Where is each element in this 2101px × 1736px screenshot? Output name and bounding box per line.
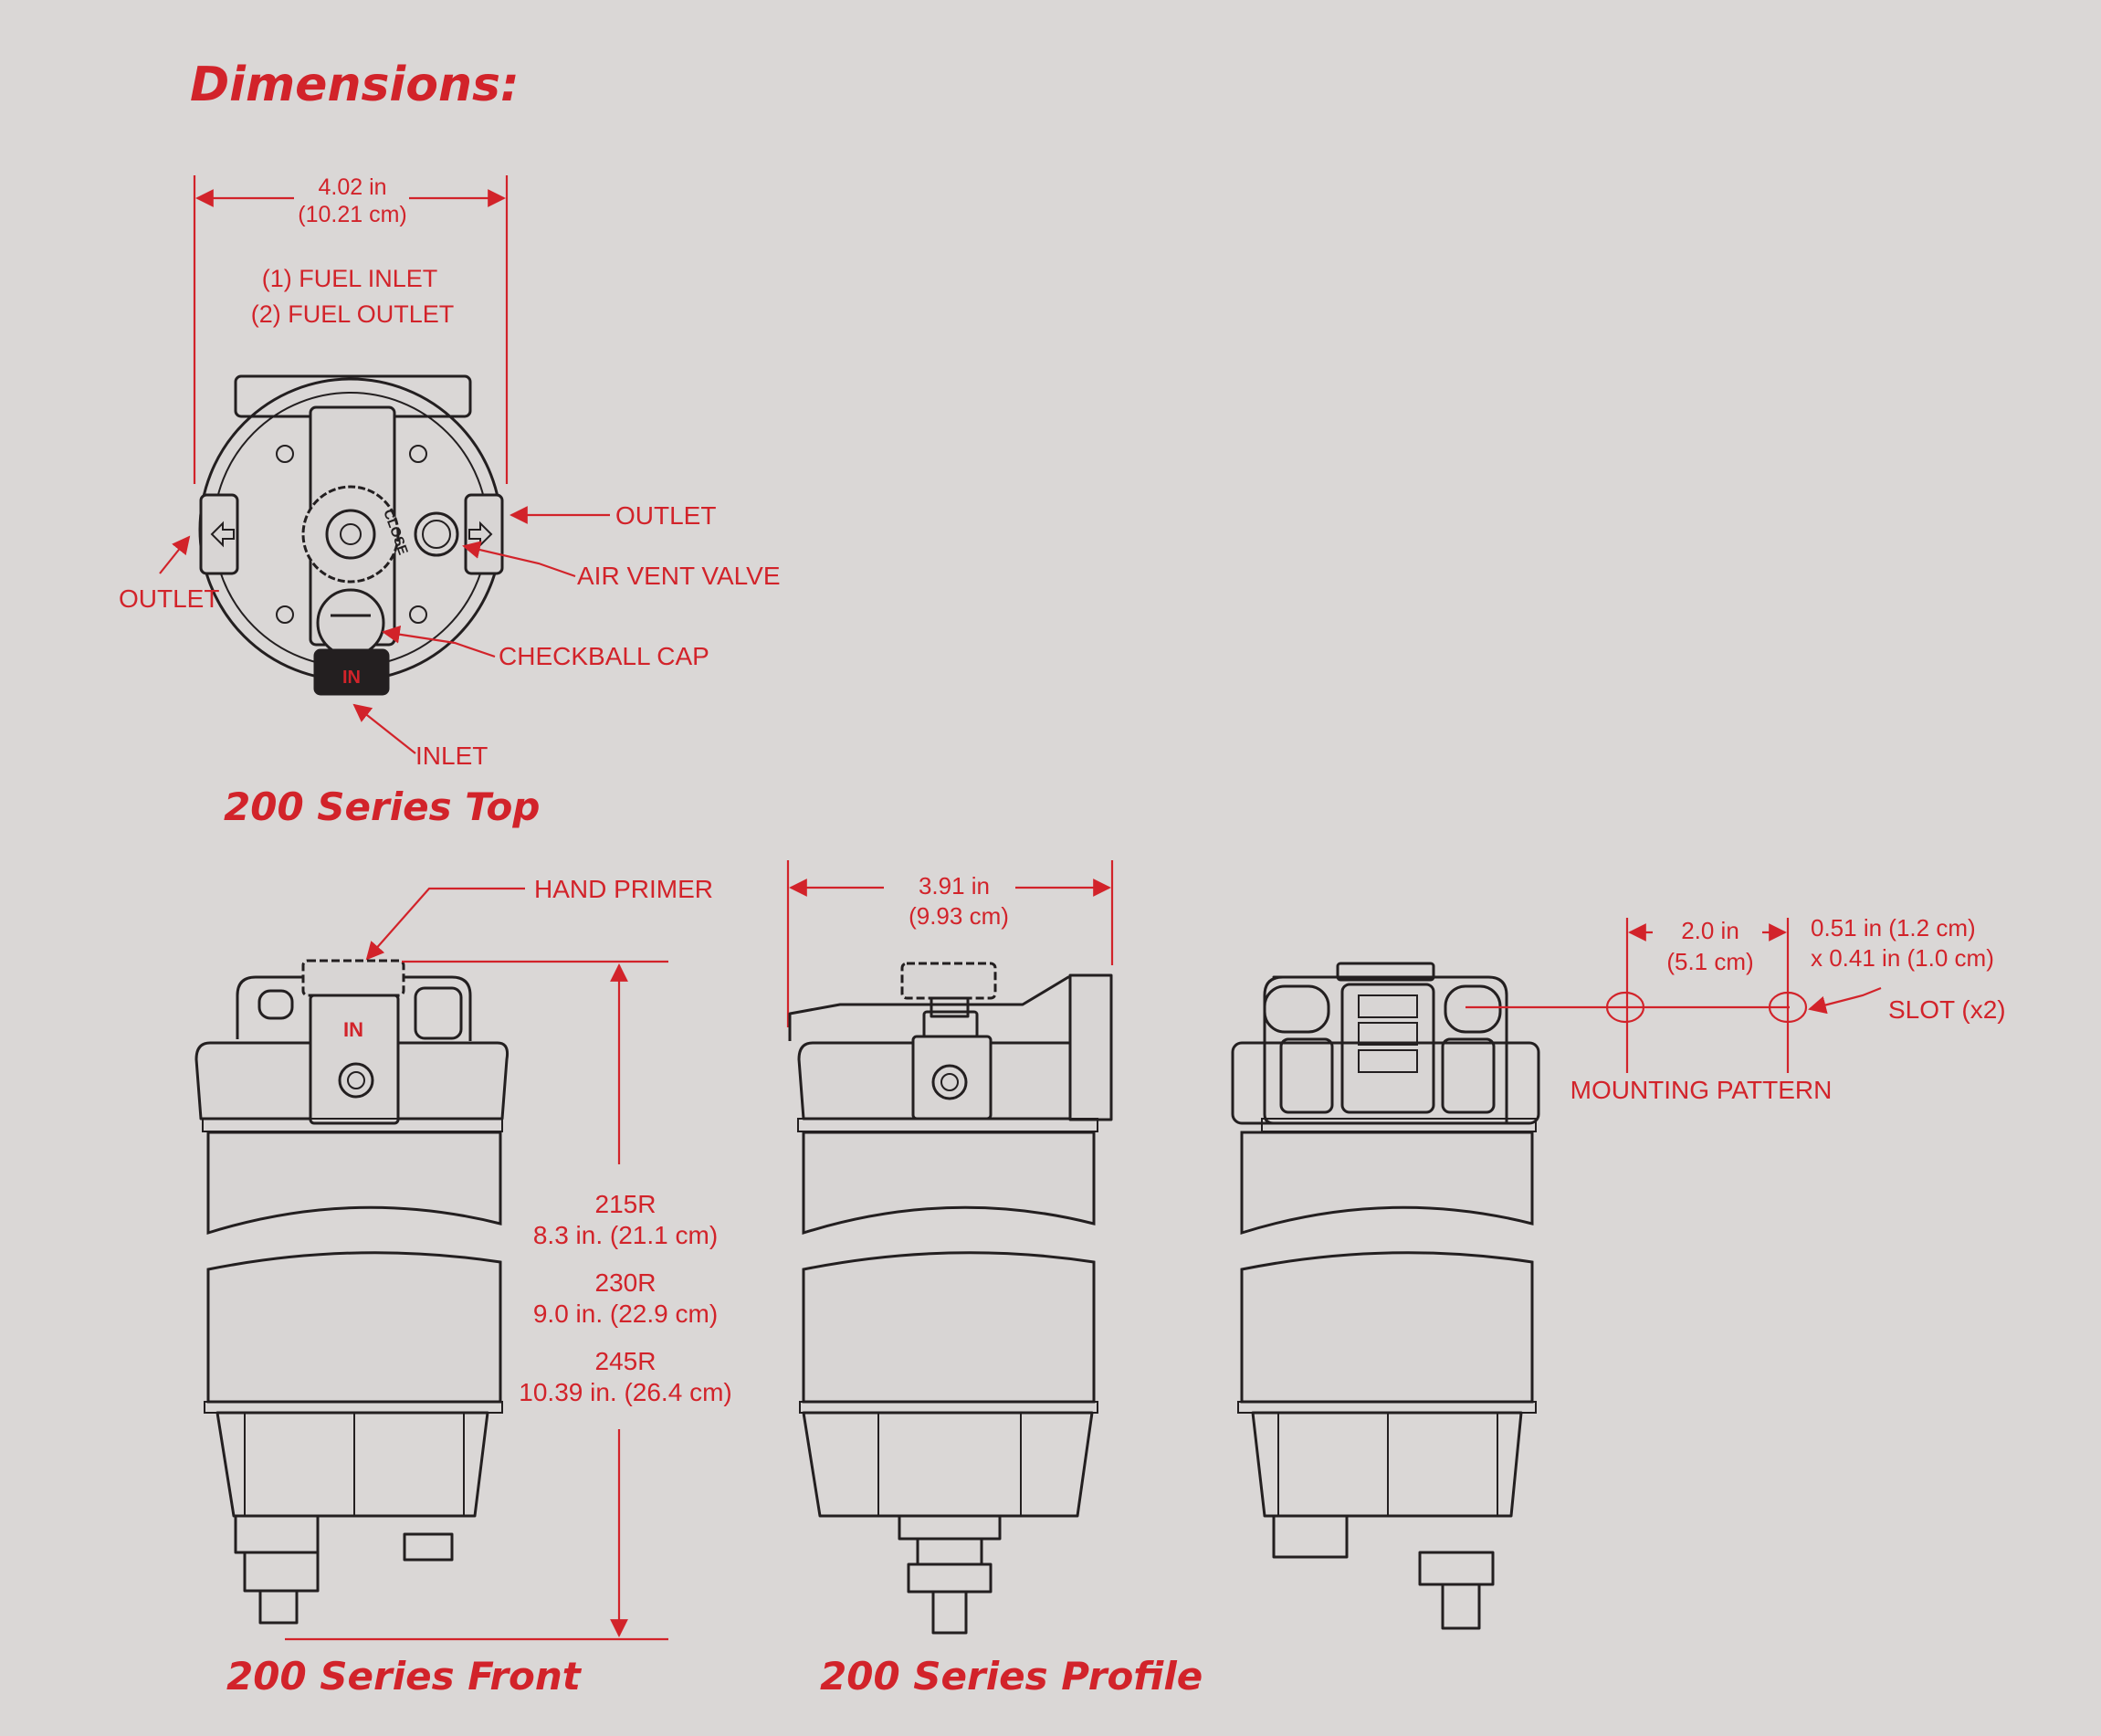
label-slot: SLOT (x2) xyxy=(1888,995,2006,1024)
label-mounting-pattern: MOUNTING PATTERN xyxy=(1570,1076,1833,1104)
profile-width-in: 3.91 in xyxy=(919,872,990,900)
top-width-cm: (10.21 cm) xyxy=(298,202,406,227)
top-note-inlet: (1) FUEL INLET xyxy=(262,265,438,292)
profile-width-cm: (9.93 cm) xyxy=(909,902,1009,930)
top-note-outlet: (2) FUEL OUTLET xyxy=(251,300,455,328)
front-port-label: IN xyxy=(343,1018,363,1041)
spec-size: 10.39 in. (26.4 cm) xyxy=(519,1378,731,1406)
label-outlet-right: OUTLET xyxy=(615,501,716,530)
front-view: HAND PRIMER IN xyxy=(194,875,732,1699)
top-width-in: 4.02 in xyxy=(318,174,386,200)
height-specs: 215R 8.3 in. (21.1 cm) 230R 9.0 in. (22.… xyxy=(519,1190,731,1406)
profile-view: 3.91 in (9.93 cm) 200 Series Profile xyxy=(786,860,1203,1699)
arrow-left-icon xyxy=(210,521,235,548)
spec-size: 9.0 in. (22.9 cm) xyxy=(533,1299,718,1328)
label-outlet-left: OUTLET xyxy=(119,584,219,613)
spec-model: 230R xyxy=(595,1268,657,1297)
filter-back-drawing xyxy=(1231,962,1540,1630)
spacing-in: 2.0 in xyxy=(1681,917,1739,944)
top-port-label: IN xyxy=(342,668,361,688)
mounting-slot xyxy=(1605,991,1645,1024)
close-knob xyxy=(301,485,400,584)
label-air-vent: AIR VENT VALVE xyxy=(577,562,781,590)
label-inlet: INLET xyxy=(415,742,488,770)
checkball-cap xyxy=(316,588,385,658)
spec-model: 215R xyxy=(595,1190,657,1218)
air-vent-valve xyxy=(414,511,459,557)
slot-size-line2: x 0.41 in (1.0 cm) xyxy=(1811,944,1994,972)
front-view-caption: 200 Series Front xyxy=(226,1654,583,1699)
slot-size-line1: 0.51 in (1.2 cm) xyxy=(1811,914,1976,942)
page-title: Dimensions: xyxy=(190,58,520,112)
filter-profile-drawing xyxy=(788,962,1113,1635)
spec-size: 8.3 in. (21.1 cm) xyxy=(533,1221,718,1249)
back-view: 2.0 in (5.1 cm) 0.51 in (1.2 cm) x 0.41 … xyxy=(1231,914,2006,1630)
top-view-caption: 200 Series Top xyxy=(224,784,540,829)
filter-head-top-drawing: CLOSE IN xyxy=(198,374,504,696)
label-checkball: CHECKBALL CAP xyxy=(499,642,709,670)
top-view: 4.02 in (10.21 cm) (1) FUEL INLET (2) FU… xyxy=(119,174,781,829)
filter-front-drawing: IN xyxy=(194,959,509,1625)
spacing-cm: (5.1 cm) xyxy=(1666,948,1753,975)
spec-model: 245R xyxy=(595,1347,657,1375)
profile-view-caption: 200 Series Profile xyxy=(820,1654,1203,1699)
label-hand-primer: HAND PRIMER xyxy=(534,875,713,903)
